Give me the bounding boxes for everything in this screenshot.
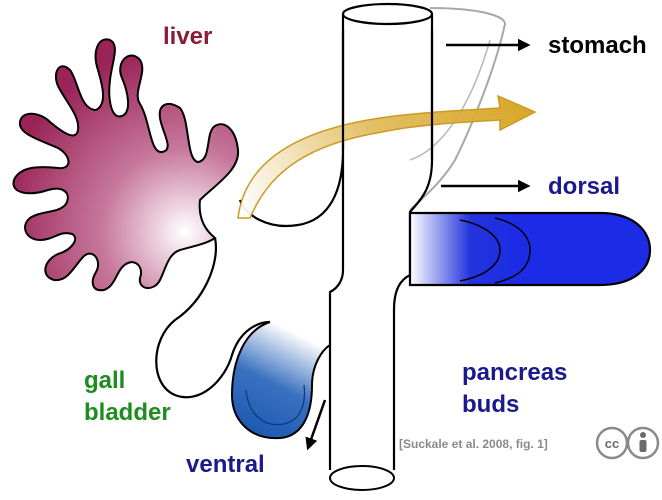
gall-bladder-label-line2: bladder (84, 399, 171, 426)
cc-license-badge: cc (595, 426, 660, 460)
tube-bottom-rim (329, 465, 395, 491)
dorsal-bud-inner-2 (494, 217, 531, 284)
citation-text: [Suckale et al. 2008, fig. 1] (399, 437, 548, 451)
gut-tube-front (341, 30, 434, 160)
stomach-outline (409, 7, 507, 211)
stomach-label: stomach (548, 32, 647, 59)
ventral-bud (230, 321, 331, 440)
gall-bladder-label-line1: gall (84, 367, 125, 394)
curved-arrow (237, 94, 537, 219)
liver-label: liver (163, 23, 212, 50)
person-body-icon (639, 440, 647, 452)
liver-shape (12, 38, 240, 292)
person-head-icon (640, 432, 646, 438)
pancreas-buds-label-line2: buds (462, 391, 519, 418)
gut-left-outline (155, 237, 271, 399)
cc-icon-text: cc (605, 436, 619, 451)
ventral-bud-inner (245, 384, 306, 426)
dorsal-bud-inner-1 (459, 219, 501, 282)
dorsal-label: dorsal (548, 173, 620, 200)
ventral-label: ventral (186, 451, 265, 478)
gut-tube (238, 2, 434, 470)
stomach-curve (409, 39, 491, 161)
ventral-arrow (305, 399, 327, 451)
pancreas-buds-label-line1: pancreas (462, 359, 567, 386)
